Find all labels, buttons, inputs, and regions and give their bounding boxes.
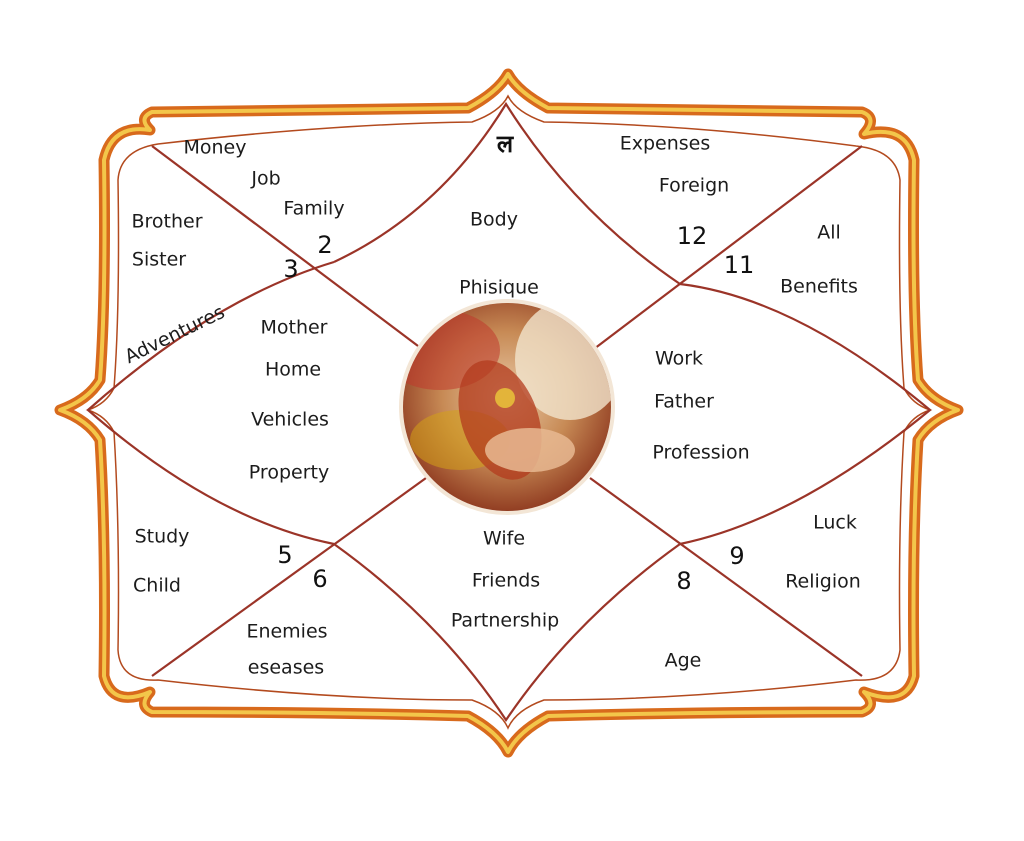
house-9-label-religion: Religion: [785, 571, 861, 593]
house-9-number: 9: [729, 542, 744, 570]
house-10: Work Father Profession: [652, 348, 749, 464]
house-4-label-property: Property: [249, 462, 329, 484]
house-11-label-benefits: Benefits: [780, 276, 858, 298]
diagonal-top-left: [151, 145, 427, 353]
house-2-label-money: Money: [184, 137, 247, 159]
house-3-label-brother: Brother: [131, 211, 202, 233]
house-9: 9 Luck Religion: [729, 512, 860, 593]
frame-inner-band: [58, 72, 960, 754]
house-2-label-job: Job: [250, 168, 280, 190]
house-7: Wife Friends Partnership: [451, 528, 559, 632]
house-6-number: 6: [312, 565, 327, 593]
house-1: ल Body Phisique: [459, 130, 539, 299]
house-11-number: 11: [724, 251, 755, 279]
inner-petal-bottom: [333, 543, 681, 722]
house-12-number: 12: [677, 222, 708, 250]
house-4-label-home: Home: [265, 359, 321, 381]
house-11: 11 All Benefits: [724, 222, 858, 298]
house-7-label-partnership: Partnership: [451, 610, 559, 632]
inner-petal-right: [679, 282, 932, 546]
house-8: 8 Age: [665, 567, 702, 672]
house-3: Brother Sister Adventures 3: [121, 211, 298, 369]
house-4: Mother Home Vehicles Property: [249, 317, 329, 484]
house-12-label-expenses: Expenses: [620, 133, 711, 155]
house-7-label-wife: Wife: [483, 528, 525, 550]
house-5-label-child: Child: [133, 575, 181, 597]
center-photo: [399, 299, 615, 515]
house-1-label-body: Body: [470, 209, 518, 231]
frame-thin-line: [85, 94, 933, 730]
house-10-label-work: Work: [655, 348, 703, 370]
diagonal-bottom-right: [589, 477, 863, 677]
house-8-number: 8: [676, 567, 691, 595]
house-10-label-profession: Profession: [652, 442, 749, 464]
house-2-number: 2: [317, 231, 332, 259]
house-3-label-sister: Sister: [132, 249, 186, 271]
house-11-label-all: All: [817, 222, 841, 244]
house-5-label-study: Study: [135, 526, 190, 548]
house-6-label-eseases: eseases: [248, 657, 324, 679]
house-1-label-phisique: Phisique: [459, 277, 539, 299]
house-5: Study Child 5: [133, 526, 293, 597]
house-5-number: 5: [277, 541, 292, 569]
diagonal-bottom-left: [151, 477, 427, 677]
house-10-label-father: Father: [654, 391, 714, 413]
house-2: Money Job Family 2: [184, 137, 345, 260]
house-lines: [86, 101, 932, 722]
house-3-label-adventures: Adventures: [121, 301, 228, 368]
house-2-label-family: Family: [283, 198, 344, 220]
house-3-number: 3: [283, 255, 298, 283]
house-12-label-foreign: Foreign: [659, 175, 729, 197]
inner-petal-top: [333, 101, 681, 285]
house-4-label-mother: Mother: [260, 317, 327, 339]
house-1-glyph: ल: [496, 130, 515, 158]
house-12: Expenses Foreign 12: [620, 133, 729, 251]
house-6: 6 Enemies eseases: [246, 565, 327, 679]
house-6-label-enemies: Enemies: [246, 621, 327, 643]
house-7-label-friends: Friends: [472, 570, 540, 592]
inner-petal-left: [86, 260, 335, 546]
ornate-frame: [54, 68, 964, 758]
house-8-label-age: Age: [665, 650, 702, 672]
house-9-label-luck: Luck: [813, 512, 857, 534]
house-4-label-vehicles: Vehicles: [251, 409, 329, 431]
diagonal-top-right: [589, 145, 863, 353]
